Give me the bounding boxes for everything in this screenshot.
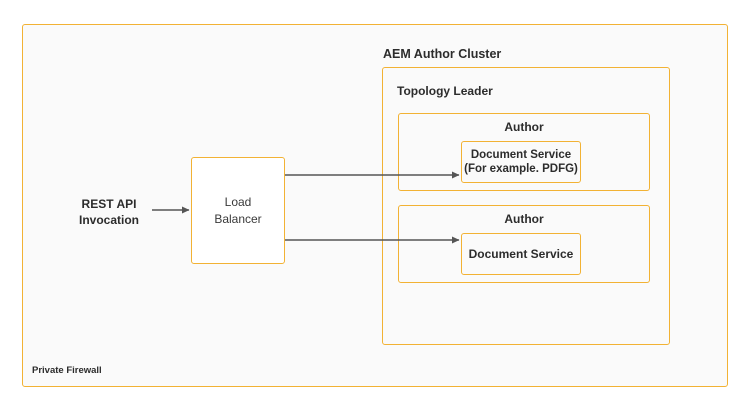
document-service-name: Document Service: [470, 149, 572, 161]
rest-api-line2: Invocation: [78, 213, 139, 227]
rest-api-line1: REST API: [81, 197, 137, 211]
document-service-example: (For example. PDFG): [464, 163, 578, 175]
load-balancer-line2: Balancer: [214, 211, 262, 226]
author-title-leader: Author: [504, 120, 544, 134]
load-balancer-line1: Load: [224, 194, 252, 209]
document-service-label-secondary: Document Service: [461, 233, 581, 275]
document-service-name: Document Service: [468, 247, 574, 261]
document-service-label-leader: Document Service (For example. PDFG): [461, 141, 581, 183]
document-service-box-secondary: [461, 233, 581, 275]
cluster-title: AEM Author Cluster: [383, 47, 502, 61]
topology-leader-title: Topology Leader: [397, 84, 493, 98]
document-service-box-leader: [461, 141, 581, 183]
author-title-secondary: Author: [504, 212, 544, 226]
private-firewall-label: Private Firewall: [32, 365, 102, 376]
load-balancer-box: [191, 157, 285, 264]
rest-api-invocation-label: REST API Invocation: [64, 196, 154, 228]
load-balancer-label: Load Balancer: [191, 157, 285, 264]
